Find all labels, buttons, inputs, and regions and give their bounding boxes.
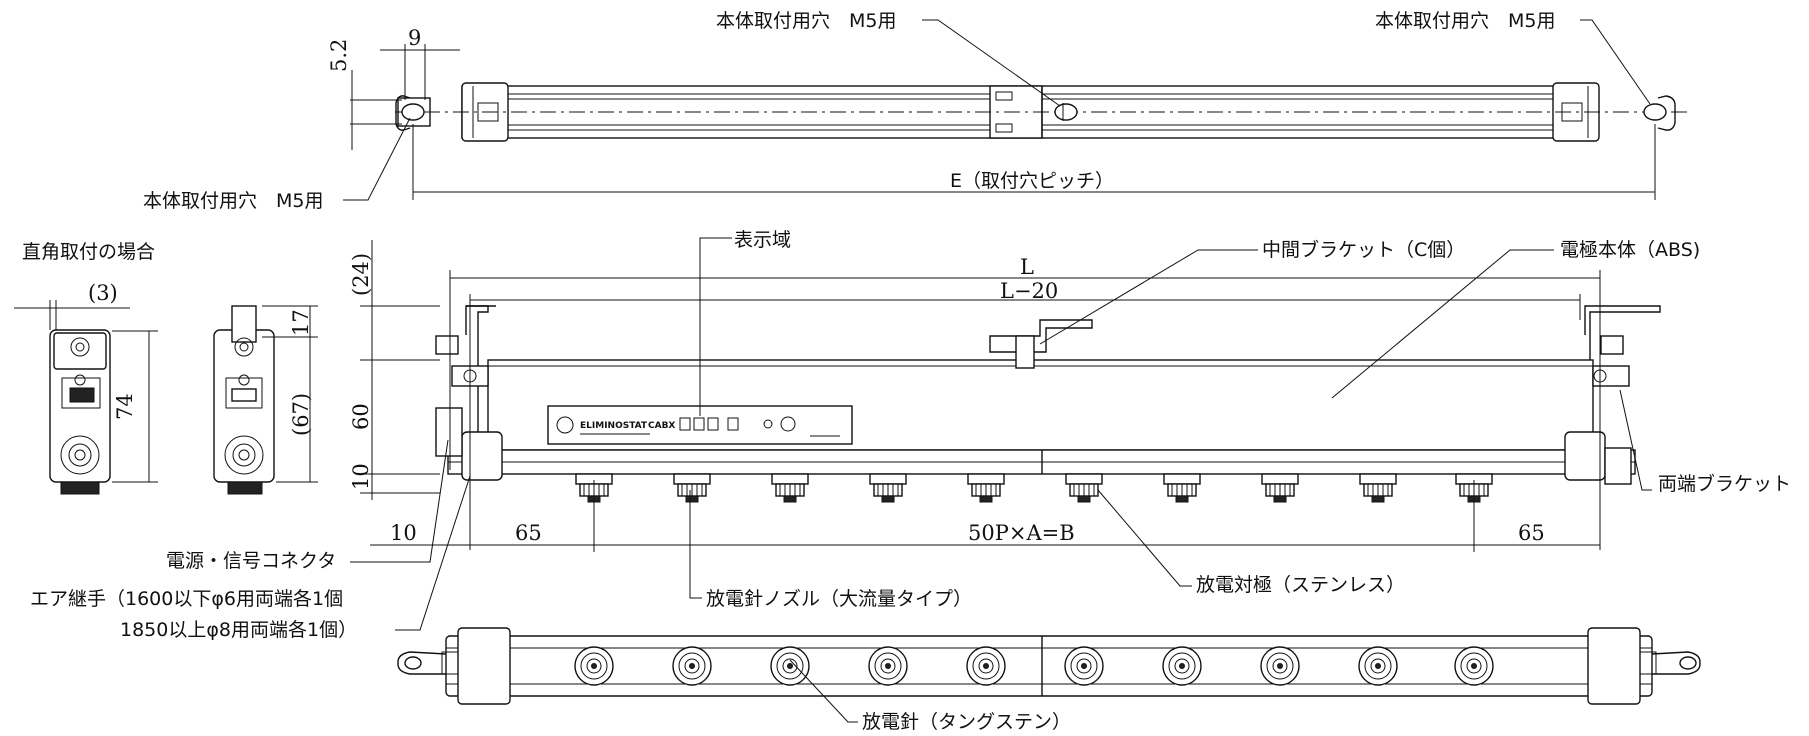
product-brand: ELIMINOSTAT <box>580 421 648 431</box>
dim-top-offset: (24) <box>349 253 373 296</box>
dim-side-67: (67) <box>289 393 313 436</box>
label-power-connector: 電源・信号コネクタ <box>166 550 336 572</box>
label-air-fitting-1: エア継手（1600以下φ6用両端各1個 <box>30 588 343 610</box>
label-air-fitting-2: 1850以上φ8用両端各1個） <box>120 619 357 641</box>
dim-nozzle-span: 50P×A=B <box>968 521 1075 545</box>
product-model: CABX <box>648 421 675 431</box>
front-nozzle <box>1261 473 1299 503</box>
top-dimensions: 5.2 9 E（取付穴ピッチ） <box>327 26 1656 200</box>
front-dimensions: L L−20 (24) 60 10 10 65 50P×A=B 65 <box>349 240 1601 552</box>
bottom-nozzle <box>966 646 1006 686</box>
bottom-nozzle <box>1064 646 1104 686</box>
dim-side-offset: (3) <box>88 281 118 305</box>
dim-hole-dia: 5.2 <box>327 39 351 72</box>
bottom-nozzle <box>574 646 614 686</box>
dim-side-74: 74 <box>113 393 137 420</box>
dim-pitch: E（取付穴ピッチ） <box>950 170 1114 192</box>
bottom-nozzle <box>868 646 908 686</box>
front-nozzle <box>967 473 1005 503</box>
front-view: ELIMINOSTAT CABX <box>435 305 1661 485</box>
dim-inner-length: L−20 <box>1000 279 1058 303</box>
dim-left-65: 65 <box>515 521 542 545</box>
dim-right-65: 65 <box>1518 521 1545 545</box>
front-nozzle <box>673 473 711 503</box>
right-angle-title: 直角取付の場合 <box>22 241 155 263</box>
bottom-nozzle <box>672 646 712 686</box>
front-nozzle <box>1163 473 1201 503</box>
label-needle: 放電針（タングステン） <box>862 711 1071 733</box>
label-mount-hole-left: 本体取付用穴 M5用 <box>143 190 323 212</box>
front-nozzle <box>1065 473 1103 503</box>
front-nozzle <box>1359 473 1397 503</box>
dim-left-10: 10 <box>390 521 417 545</box>
bottom-nozzle <box>770 646 810 686</box>
label-mount-hole-mid: 本体取付用穴 M5用 <box>716 10 896 32</box>
dim-side-17: 17 <box>289 309 313 336</box>
bottom-nozzles <box>574 646 1494 686</box>
label-middle-bracket: 中間ブラケット（C個） <box>1262 238 1465 261</box>
bottom-nozzle <box>1162 646 1202 686</box>
top-labels: 本体取付用穴 M5用 本体取付用穴 M5用 本体取付用穴 M5用 <box>143 10 1651 212</box>
label-counter-electrode: 放電対極（ステンレス） <box>1196 574 1405 596</box>
dim-hole-width: 9 <box>408 26 421 50</box>
label-electrode-body: 電極本体（ABS) <box>1560 239 1700 261</box>
front-nozzle <box>771 473 809 503</box>
dim-height-10: 10 <box>349 463 373 490</box>
bottom-view <box>397 627 1701 705</box>
label-mount-hole-right: 本体取付用穴 M5用 <box>1375 10 1555 32</box>
top-view <box>395 82 1690 142</box>
dim-overall-length: L <box>1020 255 1034 279</box>
label-display-area: 表示域 <box>734 229 791 251</box>
side-views: 直角取付の場合 (3) 74 <box>14 241 318 495</box>
label-end-bracket: 両端ブラケット <box>1658 472 1791 495</box>
front-nozzles <box>575 473 1493 503</box>
dim-height-60: 60 <box>349 403 373 430</box>
front-nozzle <box>869 473 907 503</box>
bottom-nozzle <box>1358 646 1398 686</box>
front-labels: 表示域 中間ブラケット（C個） 電極本体（ABS) 両端ブラケット 電源・信号コ… <box>30 229 1791 641</box>
label-nozzle: 放電針ノズル（大流量タイプ） <box>706 588 972 610</box>
bottom-labels: 放電針（タングステン） <box>789 659 1071 733</box>
bottom-nozzle <box>1260 646 1300 686</box>
bottom-nozzle <box>1454 646 1494 686</box>
